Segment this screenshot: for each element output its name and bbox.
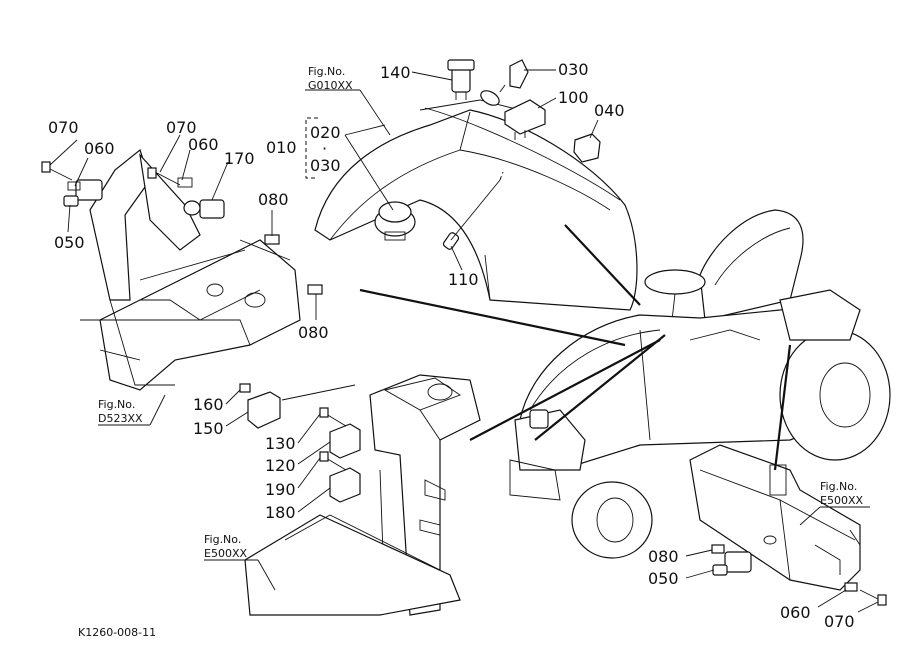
relay-icon [239, 383, 281, 429]
callout-130: 130 [265, 434, 296, 453]
plunger-switch-icon [177, 177, 225, 219]
callout-080-a: 080 [258, 190, 289, 209]
callout-020: 020 [310, 123, 341, 142]
pointer-arrow [534, 334, 666, 441]
fig-ref-e500-right: Fig.No. E500XX [820, 480, 863, 507]
callout-150: 150 [193, 419, 224, 438]
pointer-arrow [359, 288, 626, 347]
bolt-icon [147, 167, 181, 186]
callout-070-a: 070 [48, 118, 79, 137]
callout-120: 120 [265, 456, 296, 475]
mower-icon [509, 209, 891, 559]
callout-110: 110 [448, 270, 479, 289]
knob-icon [499, 59, 529, 93]
frame-icon [689, 444, 861, 591]
pointer-arrow [469, 339, 661, 441]
callout-160: 160 [193, 395, 224, 414]
svg-text:Fig.No.: Fig.No. [204, 533, 241, 546]
callout-070-c: 070 [824, 612, 855, 631]
pointer-arrow [564, 224, 641, 306]
callout-030-top: 030 [558, 60, 589, 79]
svg-text:Fig.No.: Fig.No. [98, 398, 135, 411]
callout-080-c: 080 [648, 547, 679, 566]
callout-050-a: 050 [54, 233, 85, 252]
callout-070-b: 070 [166, 118, 197, 137]
svg-text:Fig.No.: Fig.No. [308, 65, 345, 78]
callout-180: 180 [265, 503, 296, 522]
callout-140: 140 [380, 63, 411, 82]
callout-030-sub: 030 [310, 156, 341, 175]
svg-text:G010XX: G010XX [308, 79, 353, 92]
callout-040: 040 [594, 101, 625, 120]
plate-icon [844, 582, 858, 592]
callout-080-b: 080 [298, 323, 329, 342]
callout-dot: · [322, 139, 327, 158]
callout-050-b: 050 [648, 569, 679, 588]
fig-ref-e500-left: Fig.No. E500XX [204, 533, 247, 560]
nut-icon [480, 90, 500, 106]
fig-ref-d523: Fig.No. D523XX [98, 398, 143, 425]
meter-icon [374, 201, 416, 241]
key-switch-icon [447, 59, 475, 100]
leader-lines [49, 69, 879, 613]
bolt-icon [41, 161, 73, 181]
svg-text:E500XX: E500XX [204, 547, 247, 560]
relay-icon [319, 451, 361, 503]
svg-text:D523XX: D523XX [98, 412, 143, 425]
callout-190: 190 [265, 480, 296, 499]
rocker-switch-icon [504, 99, 546, 140]
callout-060-c: 060 [780, 603, 811, 622]
bulb-icon [442, 232, 460, 250]
callout-010: 010 [266, 138, 297, 157]
switch-icon [63, 179, 103, 207]
plate-icon [307, 284, 323, 295]
callout-numbers: 140 030 100 040 010 020 · 030 110 070 06… [48, 60, 855, 631]
fig-ref-g010: Fig.No. G010XX [308, 65, 353, 92]
svg-text:E500XX: E500XX [820, 494, 863, 507]
pointer-arrow [773, 344, 792, 471]
bolt-icon [859, 589, 887, 606]
bracket-icon [244, 374, 481, 616]
plate-icon [264, 234, 280, 245]
switch-icon [573, 133, 601, 163]
callout-170: 170 [224, 149, 255, 168]
callout-060-a: 060 [84, 139, 115, 158]
drawing-code: K1260-008-11 [78, 626, 156, 639]
pedal-bracket-icon [80, 148, 301, 391]
svg-text:Fig.No.: Fig.No. [820, 480, 857, 493]
callout-100: 100 [558, 88, 589, 107]
switch-icon [711, 544, 752, 576]
callout-060-b: 060 [188, 135, 219, 154]
relay-icon [319, 407, 361, 459]
